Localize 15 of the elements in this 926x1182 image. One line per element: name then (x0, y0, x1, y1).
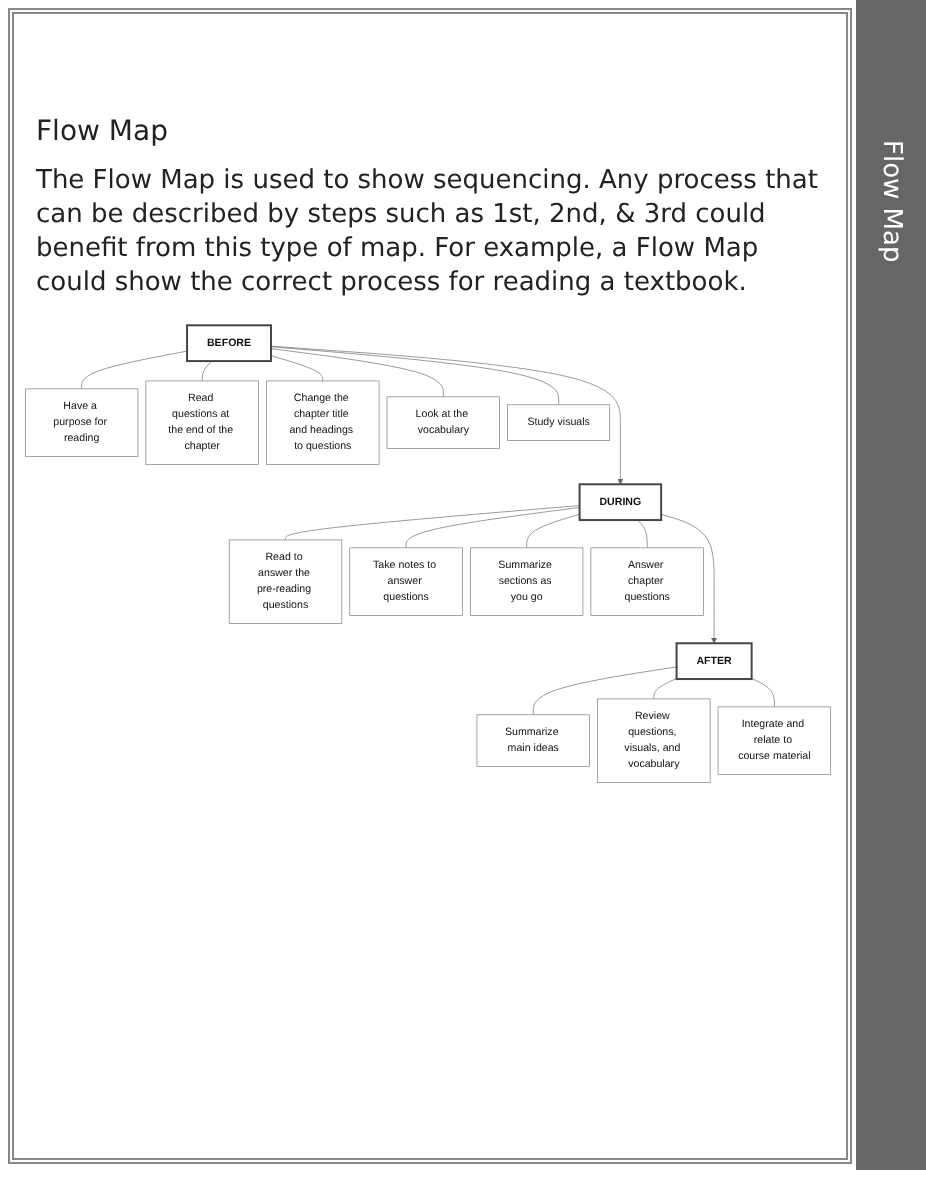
connector (270, 346, 559, 406)
title: Flow Map (36, 116, 168, 148)
connector (81, 350, 188, 390)
connector (532, 666, 677, 716)
connector (751, 678, 775, 708)
connector (270, 355, 324, 382)
connector (201, 360, 213, 382)
connector (653, 678, 677, 700)
connector (285, 505, 580, 541)
connector (526, 513, 580, 549)
connector (270, 348, 444, 398)
side-tab: Flow Map (856, 0, 926, 1170)
description-text: The Flow Map is used to show sequencing. Any process that can be described by steps such as 1st, 2nd, & 3rd could benefit from this type of map. For example, a Flow Map could show the correct process for reading a textbook. (36, 164, 820, 300)
connector (405, 507, 580, 549)
connector (637, 519, 648, 549)
